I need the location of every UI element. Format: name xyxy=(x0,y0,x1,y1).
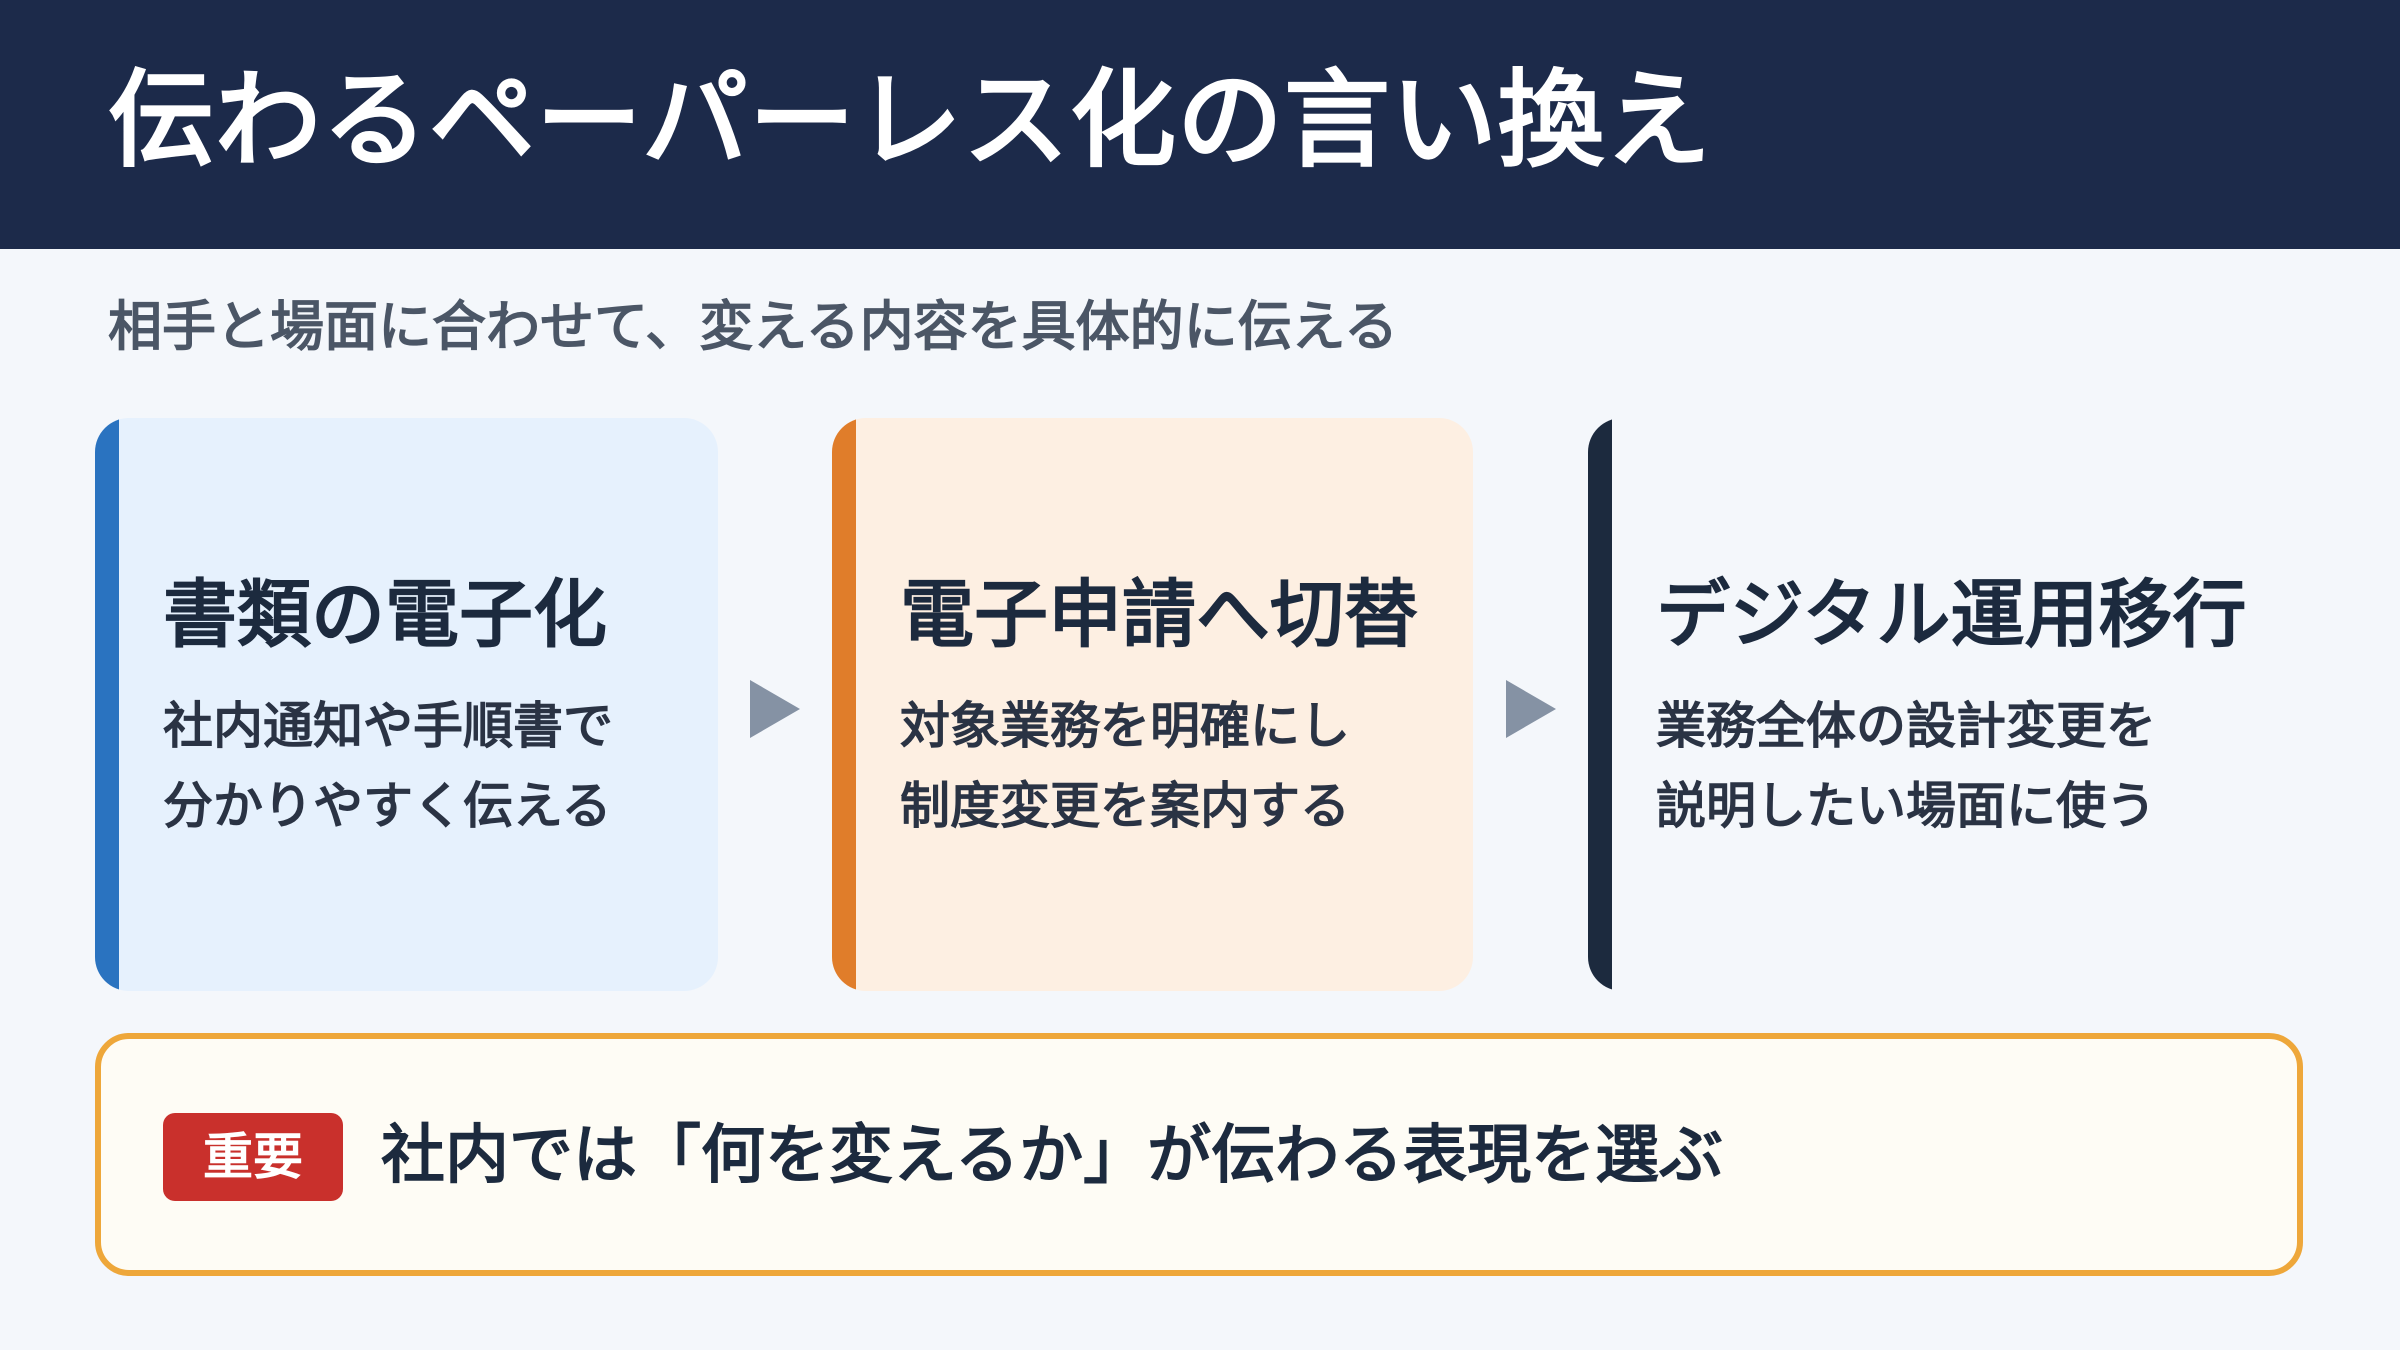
card-description-line: 業務全体の設計変更を xyxy=(1656,697,2156,755)
card-description: 業務全体の設計変更を 説明したい場面に使う xyxy=(1656,686,2156,846)
card-description-line: 分かりやすく伝える xyxy=(163,777,612,835)
card-title: デジタル運用移行 xyxy=(1656,572,2247,658)
page-title: 伝わるペーパーレス化の言い換え xyxy=(108,59,1712,182)
header-banner: 伝わるペーパーレス化の言い換え xyxy=(0,0,2400,249)
card-title: 書類の電子化 xyxy=(163,572,607,658)
important-note-text: 社内では「何を変えるか」が伝わる表現を選ぶ xyxy=(381,1119,1724,1193)
card-accent-bar xyxy=(832,418,856,991)
page-subtitle: 相手と場面に合わせて、変える内容を具体的に伝える xyxy=(108,295,1399,358)
card-document-digitization: 書類の電子化 社内通知や手順書で 分かりやすく伝える xyxy=(95,418,718,991)
card-description: 社内通知や手順書で 分かりやすく伝える xyxy=(163,686,613,846)
card-description-line: 説明したい場面に使う xyxy=(1656,777,2156,835)
card-description: 対象業務を明確にし 制度変更を案内する xyxy=(900,686,1350,846)
card-description-line: 社内通知や手順書で xyxy=(163,697,613,755)
important-note-box: 重要 社内では「何を変えるか」が伝わる表現を選ぶ xyxy=(95,1033,2303,1276)
card-description-line: 制度変更を案内する xyxy=(900,777,1350,835)
card-description-line: 対象業務を明確にし xyxy=(900,697,1350,755)
card-e-application: 電子申請へ切替 対象業務を明確にし 制度変更を案内する xyxy=(832,418,1473,991)
card-accent-bar xyxy=(1588,418,1612,991)
important-badge: 重要 xyxy=(163,1113,343,1201)
card-accent-bar xyxy=(95,418,119,991)
card-digital-operation: デジタル運用移行 業務全体の設計変更を 説明したい場面に使う xyxy=(1588,418,2288,991)
arrow-right-icon xyxy=(1506,680,1556,738)
card-title: 電子申請へ切替 xyxy=(900,572,1418,658)
arrow-right-icon xyxy=(750,680,800,738)
